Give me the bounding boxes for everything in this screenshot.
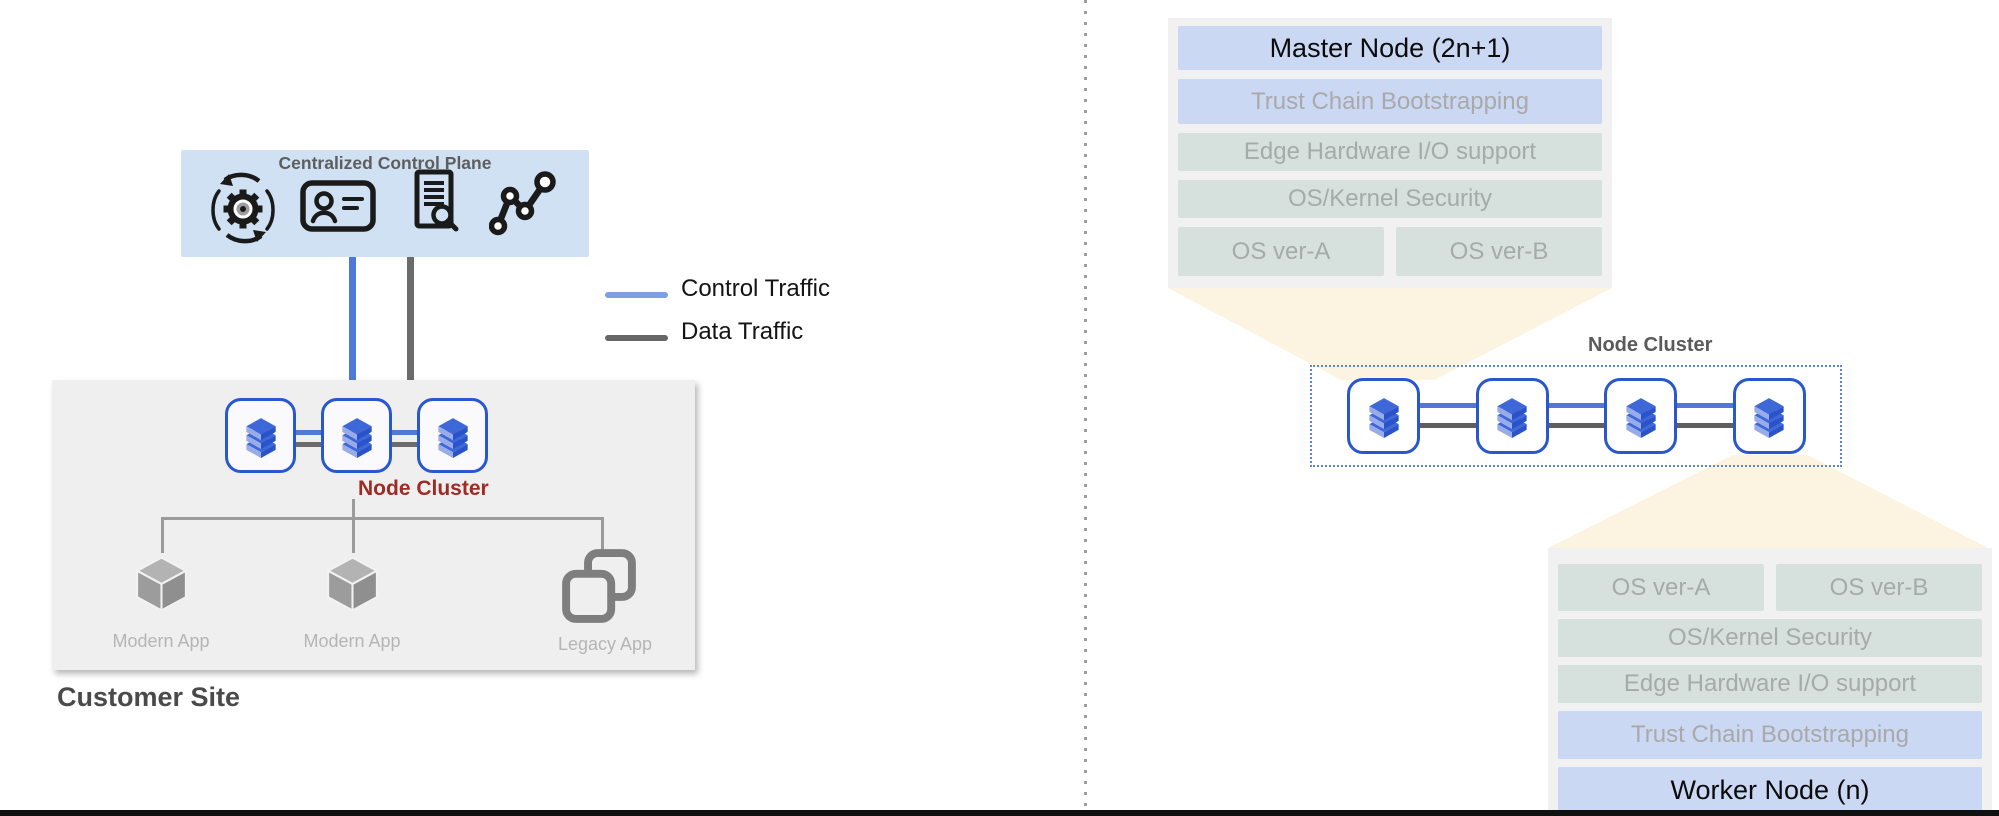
node-stack-icon bbox=[1486, 390, 1538, 442]
app-tree-drop-line bbox=[161, 517, 164, 553]
legend-data-traffic-label: Data Traffic bbox=[681, 318, 804, 345]
cluster-data-link-line bbox=[1384, 423, 1772, 428]
node-stack-icon bbox=[331, 410, 383, 462]
stack-row: Edge Hardware I/O support bbox=[1558, 665, 1982, 703]
customer-node-cluster bbox=[225, 398, 488, 473]
cluster-node bbox=[225, 398, 296, 473]
node-stack-icon bbox=[235, 410, 287, 462]
node-cluster bbox=[1347, 378, 1806, 454]
layer-os-ver-b: OS ver-B bbox=[1776, 564, 1982, 611]
automation-gear-icon bbox=[203, 171, 283, 245]
modern-app-label: Modern App bbox=[303, 631, 401, 651]
layer-edge-hardware-i-o-support: Edge Hardware I/O support bbox=[1558, 665, 1982, 703]
stack-row: Trust Chain Bootstrapping bbox=[1558, 711, 1982, 759]
stack-row: OS/Kernel Security bbox=[1558, 619, 1982, 657]
copy-icon bbox=[560, 547, 638, 625]
layer-os-ver-a: OS ver-A bbox=[1558, 564, 1764, 611]
node-cluster-dotted-border bbox=[1310, 365, 1842, 467]
legend-control-traffic-label: Control Traffic bbox=[681, 275, 830, 302]
layer-os-ver-b: OS ver-B bbox=[1396, 227, 1602, 276]
identity-card-icon bbox=[300, 177, 376, 235]
cluster-node bbox=[1347, 378, 1420, 454]
node-stack-icon bbox=[1743, 390, 1795, 442]
cube-icon bbox=[129, 550, 194, 618]
cluster-node bbox=[417, 398, 488, 473]
cluster-node bbox=[1475, 378, 1549, 454]
cluster-node bbox=[321, 398, 392, 473]
modern-app-label: Modern App bbox=[112, 631, 210, 651]
app-tree-drop-line bbox=[352, 517, 355, 553]
legacy-app-label: Legacy App bbox=[557, 634, 653, 654]
control-traffic-line bbox=[349, 257, 356, 398]
data-traffic-swatch bbox=[605, 335, 668, 341]
app-tree-horizontal-line bbox=[161, 517, 604, 520]
bottom-border-line bbox=[0, 810, 1999, 816]
stack-row: Trust Chain Bootstrapping bbox=[1178, 79, 1602, 124]
layer-worker-node-n-: Worker Node (n) bbox=[1558, 767, 1982, 813]
app-tree-stem-line bbox=[352, 499, 355, 518]
cluster-control-link-line bbox=[1384, 403, 1772, 408]
stack-row: OS ver-A OS ver-B bbox=[1558, 564, 1982, 611]
stack-row: Master Node (2n+1) bbox=[1178, 26, 1602, 70]
metrics-graph-icon bbox=[489, 169, 559, 237]
node-stack-icon bbox=[427, 410, 479, 462]
master-node-stack: Master Node (2n+1) Trust Chain Bootstrapp… bbox=[1168, 18, 1612, 288]
stack-row: Worker Node (n) bbox=[1558, 767, 1982, 813]
layer-master-node-2n-1-: Master Node (2n+1) bbox=[1178, 26, 1602, 70]
worker-zoom-beam bbox=[1548, 455, 1988, 548]
node-cluster-label: Node Cluster bbox=[1588, 334, 1713, 356]
centralized-control-plane-box: Centralized Control Plane bbox=[181, 150, 589, 257]
customer-node-cluster-label: Node Cluster bbox=[358, 477, 489, 500]
cluster-node bbox=[1732, 378, 1806, 454]
audit-document-icon bbox=[409, 169, 461, 235]
node-stack-icon bbox=[1615, 390, 1667, 442]
customer-site-title: Customer Site bbox=[57, 682, 241, 712]
stack-row: OS/Kernel Security bbox=[1178, 180, 1602, 218]
layer-os-kernel-security: OS/Kernel Security bbox=[1558, 619, 1982, 657]
layer-trust-chain-bootstrapping: Trust Chain Bootstrapping bbox=[1558, 711, 1982, 759]
app-tree-drop-line bbox=[601, 517, 604, 551]
layer-edge-hardware-i-o-support: Edge Hardware I/O support bbox=[1178, 133, 1602, 171]
node-stack-icon bbox=[1358, 390, 1410, 442]
dotted-separator-line bbox=[1084, 0, 1087, 816]
cluster-node bbox=[1604, 378, 1678, 454]
cube-icon bbox=[320, 550, 385, 618]
data-traffic-line bbox=[407, 257, 414, 398]
control-plane-title: Centralized Control Plane bbox=[278, 153, 492, 173]
control-traffic-swatch bbox=[605, 292, 668, 298]
stack-row: Edge Hardware I/O support bbox=[1178, 133, 1602, 171]
layer-os-ver-a: OS ver-A bbox=[1178, 227, 1384, 276]
layer-os-kernel-security: OS/Kernel Security bbox=[1178, 180, 1602, 218]
layer-trust-chain-bootstrapping: Trust Chain Bootstrapping bbox=[1178, 79, 1602, 124]
